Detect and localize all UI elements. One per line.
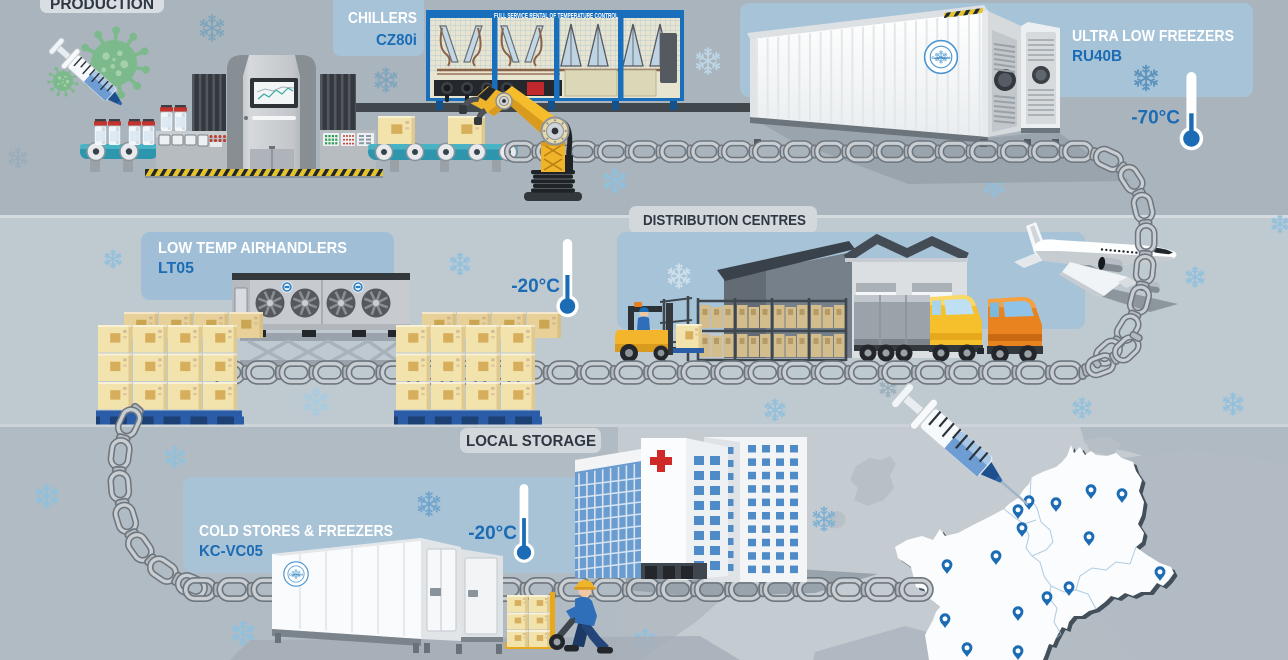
svg-text:LOW TEMP AIRHANDLERS: LOW TEMP AIRHANDLERS xyxy=(158,240,347,257)
svg-text:CZ80i: CZ80i xyxy=(376,32,417,49)
svg-text:ULTRA LOW FREEZERS: ULTRA LOW FREEZERS xyxy=(1072,28,1234,45)
svg-text:RU40B: RU40B xyxy=(1072,48,1122,65)
svg-text:LT05: LT05 xyxy=(158,260,194,277)
svg-text:PRODUCTION: PRODUCTION xyxy=(50,0,154,13)
svg-text:CHILLERS: CHILLERS xyxy=(348,10,417,27)
svg-text:-20°C: -20°C xyxy=(511,276,560,297)
svg-text:Coolworld: Coolworld xyxy=(931,55,951,60)
svg-text:LOCAL STORAGE: LOCAL STORAGE xyxy=(466,433,596,450)
svg-text:Coolworld: Coolworld xyxy=(289,572,303,576)
svg-text:KC-VC05: KC-VC05 xyxy=(199,543,263,560)
svg-text:-20°C: -20°C xyxy=(468,523,517,544)
svg-text:DISTRIBUTION CENTRES: DISTRIBUTION CENTRES xyxy=(643,212,806,229)
svg-text:-70°C: -70°C xyxy=(1131,108,1180,129)
svg-text:FULL SERVICE RENTAL OF TEMPERA: FULL SERVICE RENTAL OF TEMPERATURE CONTR… xyxy=(494,13,618,20)
svg-text:COLD STORES & FREEZERS: COLD STORES & FREEZERS xyxy=(199,523,393,540)
